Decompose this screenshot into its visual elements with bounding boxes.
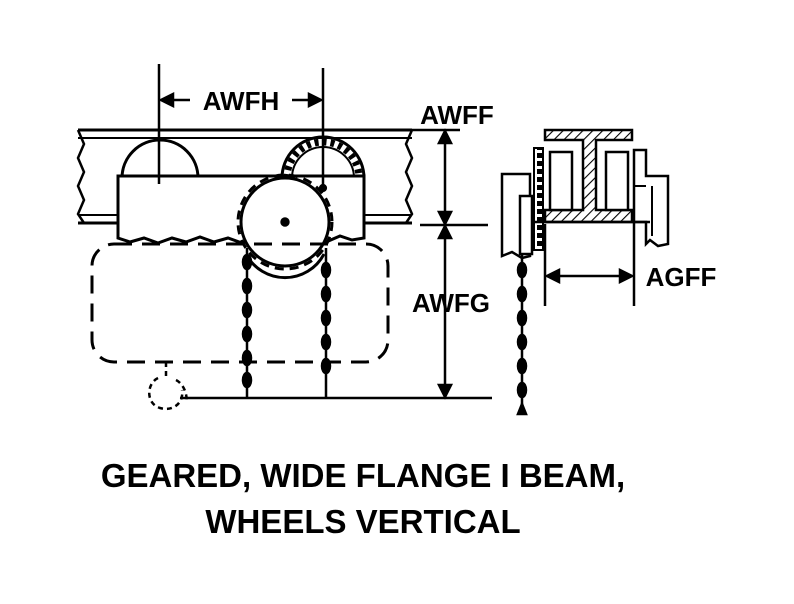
agff-dimension	[543, 222, 636, 306]
caption-line-1: GEARED, WIDE FLANGE I BEAM,	[101, 457, 625, 494]
hoist-body-dashed	[90, 242, 390, 364]
hand-chain-left	[241, 248, 253, 398]
hand-chain-right	[320, 248, 332, 398]
end-view	[500, 128, 670, 416]
awff-label: AWFF	[420, 100, 494, 130]
end-gear-strip	[533, 147, 544, 251]
hook-dashed	[148, 362, 188, 411]
hand-chain-wheel-hub	[280, 217, 290, 227]
plate-axle-mark	[318, 183, 328, 193]
hand-chain-wheel-outer	[236, 173, 334, 271]
end-hand-wheel	[518, 194, 534, 256]
agff-label: AGFF	[646, 262, 717, 292]
side-view	[76, 64, 492, 411]
awff-awfg-dimension	[410, 128, 488, 400]
end-right-wheel	[604, 150, 630, 212]
end-hand-chain	[516, 254, 528, 416]
hand-chain-wheel-bottom	[244, 253, 326, 280]
awfh-label: AWFH	[203, 86, 280, 116]
awfh-dimension	[157, 64, 325, 184]
awfg-label: AWFG	[412, 288, 490, 318]
caption-line-2: WHEELS VERTICAL	[205, 503, 520, 540]
end-left-wheel	[548, 150, 574, 212]
